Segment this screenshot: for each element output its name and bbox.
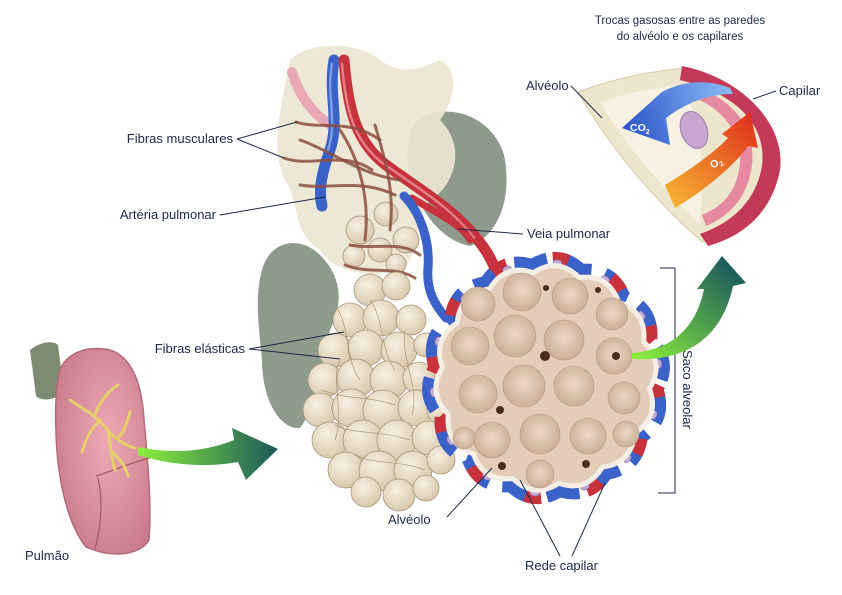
lung-fissure-lower <box>94 477 102 550</box>
lung <box>54 347 151 555</box>
pulmonary-vein <box>314 54 340 212</box>
labels: Alvéolo Capilar Fibras musculares Artéri… <box>25 78 821 573</box>
leader-alveolo <box>446 467 493 518</box>
bronchial-tree <box>68 383 137 478</box>
inset-capillary-lumen <box>688 84 753 226</box>
label-fibras-elasticas: Fibras elásticas <box>155 341 246 356</box>
pink-vessel <box>287 67 337 131</box>
label-veia-pulmonar: Veia pulmonar <box>527 226 611 241</box>
label-pulmao: Pulmão <box>25 548 69 563</box>
label-alveolo: Alvéolo <box>388 512 431 527</box>
pulmonary-vessels <box>287 54 502 276</box>
leader-lines <box>219 85 777 557</box>
leader-inset-capilar <box>752 90 777 100</box>
alveolar-openings <box>496 285 620 470</box>
elastic-fibers <box>321 299 426 471</box>
inset-capillary-wall <box>680 66 781 246</box>
bronchiole-tissue <box>277 45 456 274</box>
leader-rede-capilar-right <box>571 482 606 557</box>
saco-alveolar-bracket <box>658 267 676 494</box>
co2-label: CO2 <box>630 122 650 136</box>
inset-title-line1: Trocas gasosas entre as paredes <box>595 15 765 27</box>
muscle-fibers <box>282 120 422 280</box>
pulmonary-artery-branch <box>408 194 474 244</box>
leader-fibras-musculares-upper <box>236 121 298 140</box>
leader-rede-capilar-left <box>519 479 561 557</box>
leader-arteria-pulmonar <box>219 196 326 216</box>
pulmonary-vein-branch <box>399 191 451 323</box>
pulmonary-vein-highlight <box>326 62 334 152</box>
capillary-network-red <box>422 251 670 505</box>
alveolar-pits <box>450 272 641 489</box>
label-arteria-pulmonar: Artéria pulmonar <box>120 207 217 222</box>
o2-arrow <box>665 112 758 208</box>
lung-illustration <box>30 342 151 555</box>
leader-inset-alveolo <box>570 85 603 119</box>
label-rede-capilar: Rede capilar <box>525 558 599 573</box>
leader-fibras-elasticas-lower <box>248 348 341 360</box>
label-fibras-musculares: Fibras musculares <box>127 131 234 146</box>
leader-fibras-musculares-lower <box>236 138 285 159</box>
pulmonary-artery-highlight <box>340 62 476 240</box>
label-inset-capilar: Capilar <box>779 83 821 98</box>
gas-exchange-inset: CO2 O2 <box>577 66 781 246</box>
flow-arrow-sac-to-inset <box>632 256 746 360</box>
co2-arrow <box>622 82 733 145</box>
leader-fibras-elasticas-upper <box>248 331 345 350</box>
o2-subscript: 2 <box>719 160 726 168</box>
inset-title-line2: do alvéolo e os capilares <box>617 31 744 43</box>
co2-symbol: CO <box>630 122 646 134</box>
inset-red-blood-cell <box>679 111 709 149</box>
pleura-tissue-left <box>257 243 339 429</box>
alveolar-sac-cross-section <box>422 251 670 505</box>
label-inset-alveolo: Alvéolo <box>526 78 569 93</box>
pleura-stub <box>30 342 64 400</box>
leader-veia-pulmonar <box>457 228 524 235</box>
flow-arrow-lung-to-alveoli <box>138 428 278 480</box>
label-saco-alveolar: Saco alveolar <box>680 350 695 429</box>
co2-subscript: 2 <box>646 129 650 136</box>
